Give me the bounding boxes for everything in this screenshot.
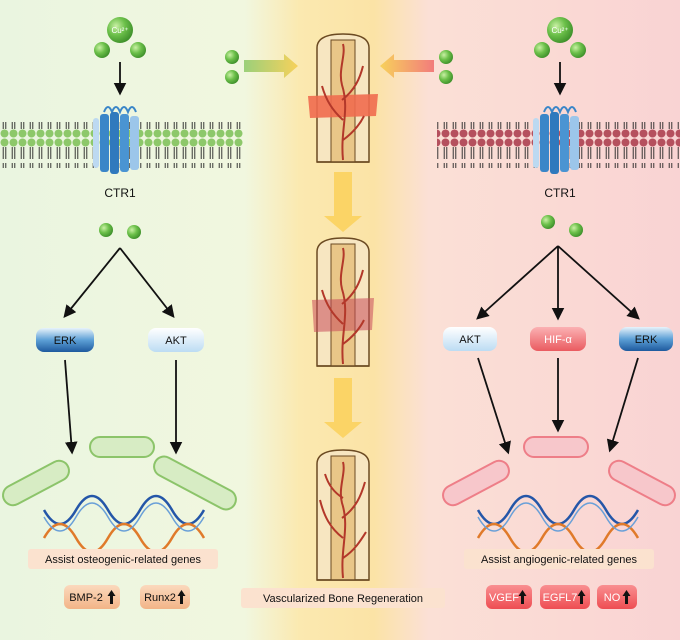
angio-cell: [608, 459, 676, 507]
up-arrow-icon: [622, 590, 631, 604]
osteo-cell: [2, 459, 70, 507]
dna-helix-icon: [42, 494, 206, 554]
genes-caption-box-left: [28, 549, 218, 569]
copper-ion-icon: [541, 215, 555, 229]
marker-runx2: Runx2: [140, 585, 190, 609]
blood-vessel: [321, 247, 365, 365]
ion-flow-arrow-left: [244, 54, 298, 78]
svg-text:AKT: AKT: [459, 334, 481, 346]
osteogenic-cells: [2, 436, 237, 511]
marker-vgef: VGEF: [486, 585, 532, 609]
copper-ion-cluster-right: Cu²⁺: [534, 17, 586, 58]
kinase-akt-right: AKT: [443, 327, 497, 351]
receptor-label-right: CTR1: [544, 186, 576, 200]
svg-text:VGEF: VGEF: [489, 592, 519, 604]
copper-ion-pair-left: [225, 50, 239, 84]
genes-caption-left: Assist osteogenic-related genes: [45, 554, 201, 566]
center-panel: Vascularized Bone Regeneration: [225, 33, 453, 608]
marker-bmp2: BMP-2: [64, 585, 120, 609]
copper-ion-icon: [439, 70, 453, 84]
blood-vessel: [319, 461, 367, 579]
angio-cell: [523, 436, 589, 458]
receptor-icon: [533, 106, 579, 174]
center-caption-box: [241, 588, 445, 608]
osteo-cell: [153, 455, 237, 511]
copper-ion-icon: [570, 42, 586, 58]
healing-zone: [312, 298, 374, 332]
copper-ion-cluster-left: Cu²⁺: [94, 17, 146, 58]
up-arrow-icon: [518, 590, 527, 604]
marker-egfl7: EGFL7: [540, 585, 590, 609]
ion-flow-arrow-right: [380, 54, 434, 78]
svg-text:EGFL7: EGFL7: [543, 592, 578, 604]
copper-ion-icon: [439, 50, 453, 64]
kinase-erk-left: ERK: [36, 328, 94, 352]
copper-ion-icon: [225, 50, 239, 64]
copper-ion-icon: [569, 223, 583, 237]
receptor-label-left: CTR1: [104, 186, 136, 200]
copper-ion-pair-right: [439, 50, 453, 84]
pathway-arrow-erk-left: [63, 247, 121, 318]
fracture-zone: [308, 94, 378, 118]
genes-caption-right: Assist angiogenic-related genes: [481, 554, 637, 566]
copper-ion-icon: [547, 17, 573, 43]
signal-arrow-erk-right: [606, 357, 639, 453]
receptor-icon: [93, 106, 139, 174]
copper-ion-icon: [225, 70, 239, 84]
svg-text:ERK: ERK: [54, 335, 77, 347]
right-panel: Cu²⁺ CTR1 AKT HIF-α E: [437, 17, 680, 609]
bone-icon: [312, 237, 374, 367]
svg-text:BMP-2: BMP-2: [69, 592, 103, 604]
copper-ion-label-left: Cu²⁺: [111, 26, 128, 35]
svg-text:HIF-α: HIF-α: [544, 334, 572, 346]
kinase-erk-right: ERK: [619, 327, 673, 351]
signal-arrow-akt-right: [477, 357, 511, 455]
angiogenic-cells: [442, 436, 676, 507]
genes-caption-box-right: [464, 549, 654, 569]
svg-text:Runx2: Runx2: [144, 592, 176, 604]
copper-ion-icon: [127, 225, 141, 239]
bone-icon: [308, 33, 378, 163]
copper-ion-icon: [94, 42, 110, 58]
pathway-arrow-erk-right: [557, 245, 640, 320]
marker-no: NO: [597, 585, 637, 609]
copper-ion-icon: [534, 42, 550, 58]
pathway-arrow-akt-left: [119, 247, 175, 318]
up-arrow-icon: [577, 590, 586, 604]
up-arrow-icon: [107, 590, 116, 604]
kinase-hif-right: HIF-α: [530, 327, 586, 351]
pathway-arrow-akt-right: [476, 245, 559, 320]
svg-text:ERK: ERK: [635, 334, 658, 346]
copper-ion-icon: [130, 42, 146, 58]
stage-arrow-2: [324, 378, 362, 438]
signal-arrow-erk-left: [64, 359, 78, 455]
up-arrow-icon: [177, 590, 186, 604]
svg-text:AKT: AKT: [165, 335, 187, 347]
svg-text:NO: NO: [604, 592, 621, 604]
dna-helix-icon: [476, 494, 640, 554]
osteo-cell: [89, 436, 155, 458]
copper-ion-label-right: Cu²⁺: [551, 26, 568, 35]
stage-arrow-1: [324, 172, 362, 232]
left-panel: Cu²⁺ CTR1 ERK AKT: [0, 17, 243, 609]
angio-cell: [442, 459, 510, 507]
bone-icon: [316, 449, 370, 581]
blood-vessel: [321, 43, 365, 161]
kinase-akt-left: AKT: [148, 328, 204, 352]
copper-ion-icon: [107, 17, 133, 43]
copper-ion-icon: [99, 223, 113, 237]
center-caption: Vascularized Bone Regeneration: [263, 593, 423, 605]
